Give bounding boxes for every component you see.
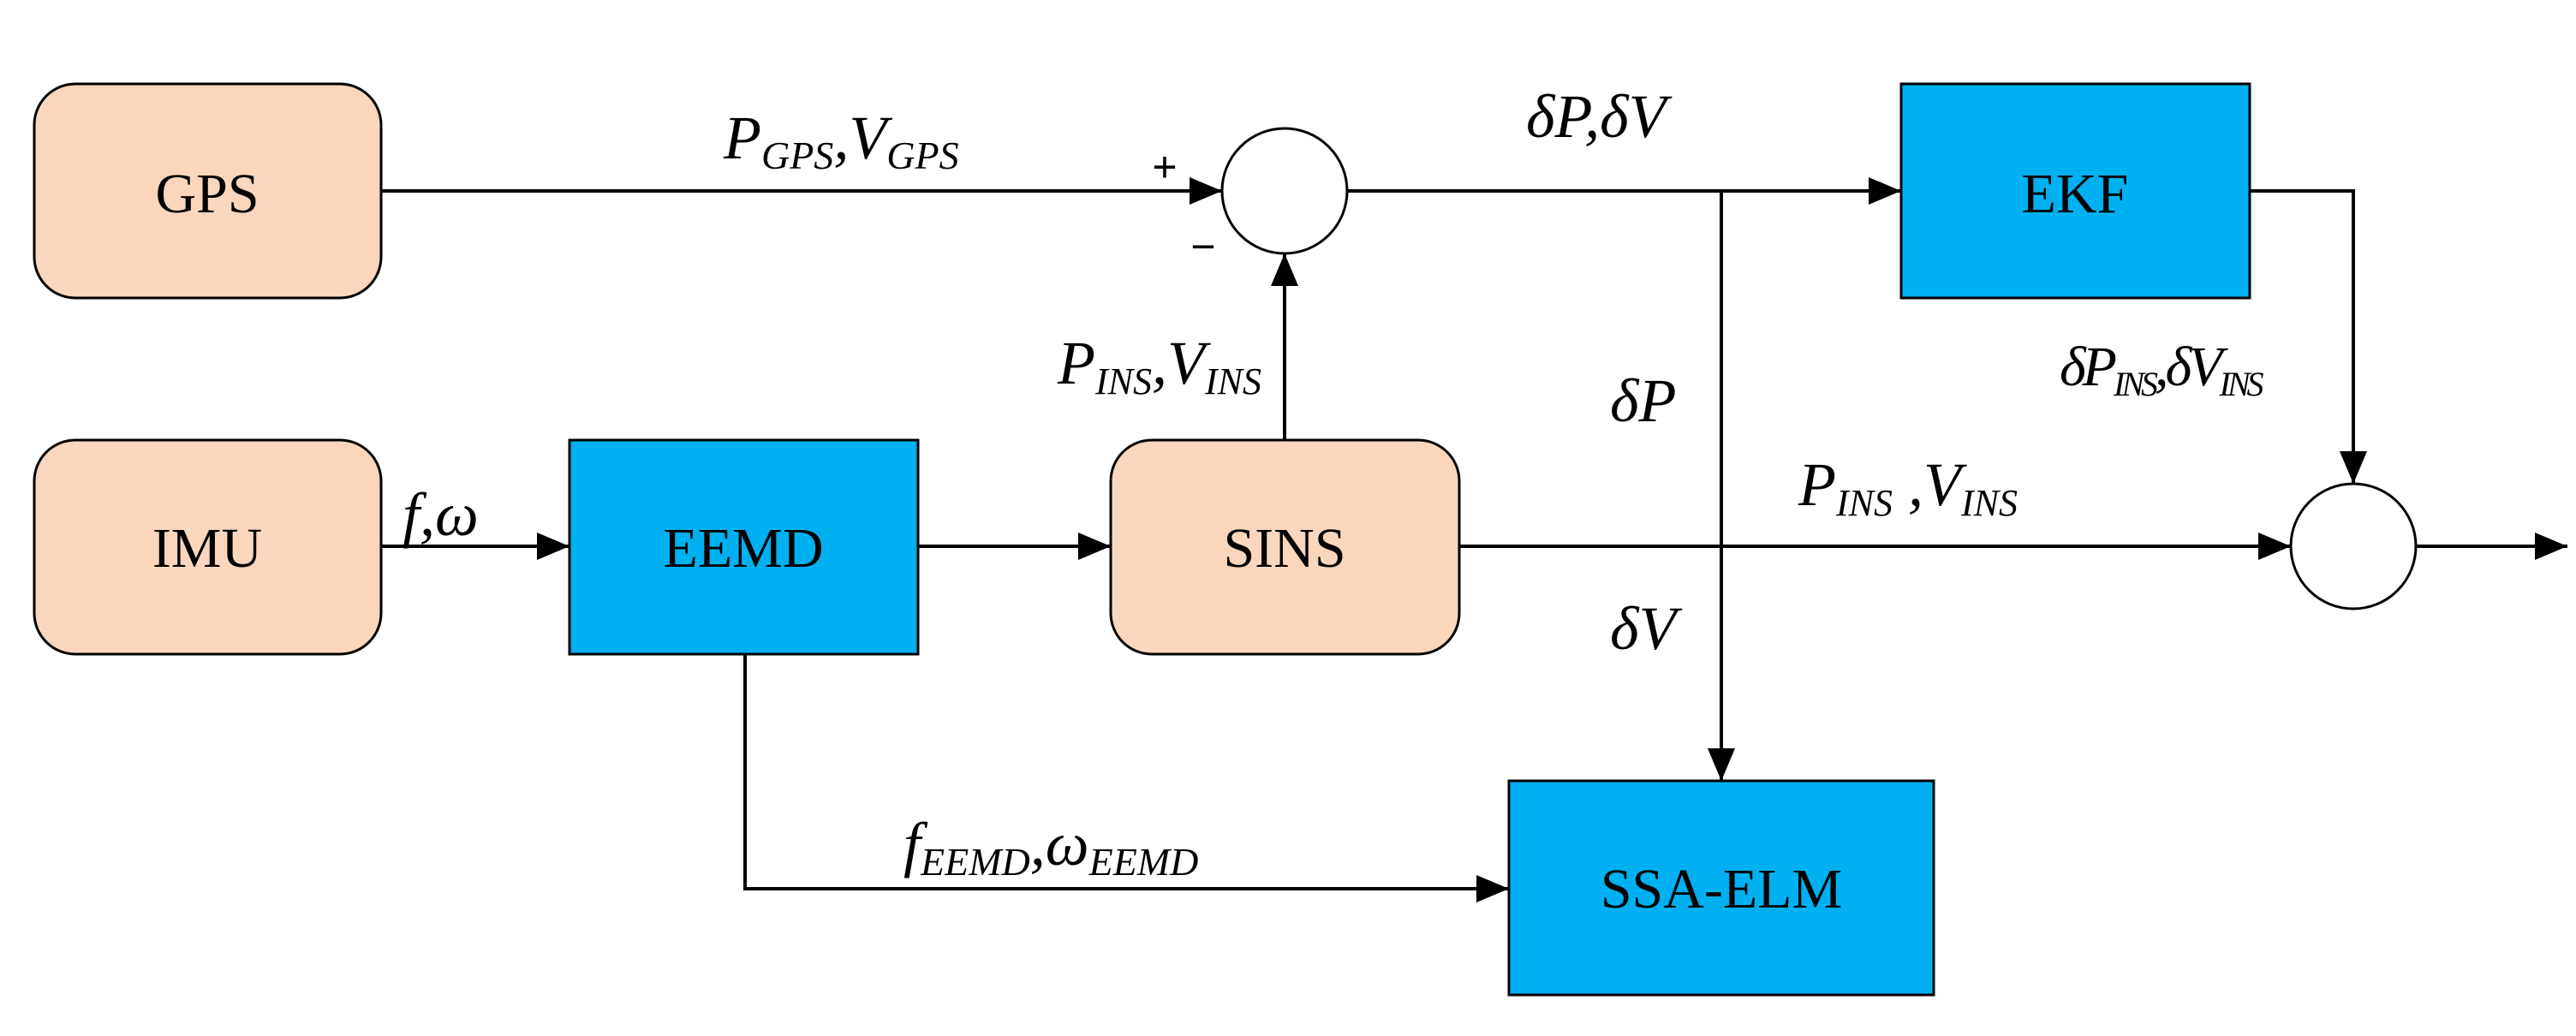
gps-label: GPS <box>155 163 259 225</box>
ekf-label: EKF <box>2022 163 2129 225</box>
minus-sign: − <box>1190 223 1215 271</box>
signal-sins-pv-right: PINS ,VINS <box>1798 450 2018 524</box>
summing-junction-output <box>2289 482 2418 610</box>
gps-block: GPS <box>33 82 383 300</box>
eemd-label: EEMD <box>664 517 824 580</box>
eemd-block: EEMD <box>568 438 920 656</box>
signal-eemd-features: fEEMD,ωEEMD <box>903 810 1198 884</box>
signal-sins-pv-up: PINS,VINS <box>1057 329 1261 402</box>
signal-imu-f-omega: f,ω <box>402 480 479 549</box>
signal-gps-pv: PGPS,VGPS <box>723 104 959 177</box>
signal-error-dp-dv: δP,δV <box>1526 82 1673 151</box>
plus-sign: + <box>1152 143 1177 191</box>
arrow-ekf-to-junction <box>2250 189 2367 484</box>
signal-error-dv: δV <box>1610 594 1682 663</box>
summing-junction-error <box>1220 127 1349 255</box>
sins-block: SINS <box>1109 438 1461 656</box>
ssa-elm-block: SSA-ELM <box>1507 779 1935 997</box>
arrow-eemd-to-ssa-elm <box>743 654 1509 902</box>
signal-error-dp: δP <box>1610 366 1676 435</box>
imu-label: IMU <box>152 517 262 580</box>
imu-block: IMU <box>33 438 383 656</box>
ekf-block: EKF <box>1899 82 2251 300</box>
signal-ekf-correction: δPINS,δVINS <box>2060 336 2264 403</box>
sins-label: SINS <box>1223 517 1345 580</box>
ssa-elm-label: SSA-ELM <box>1601 858 1842 920</box>
